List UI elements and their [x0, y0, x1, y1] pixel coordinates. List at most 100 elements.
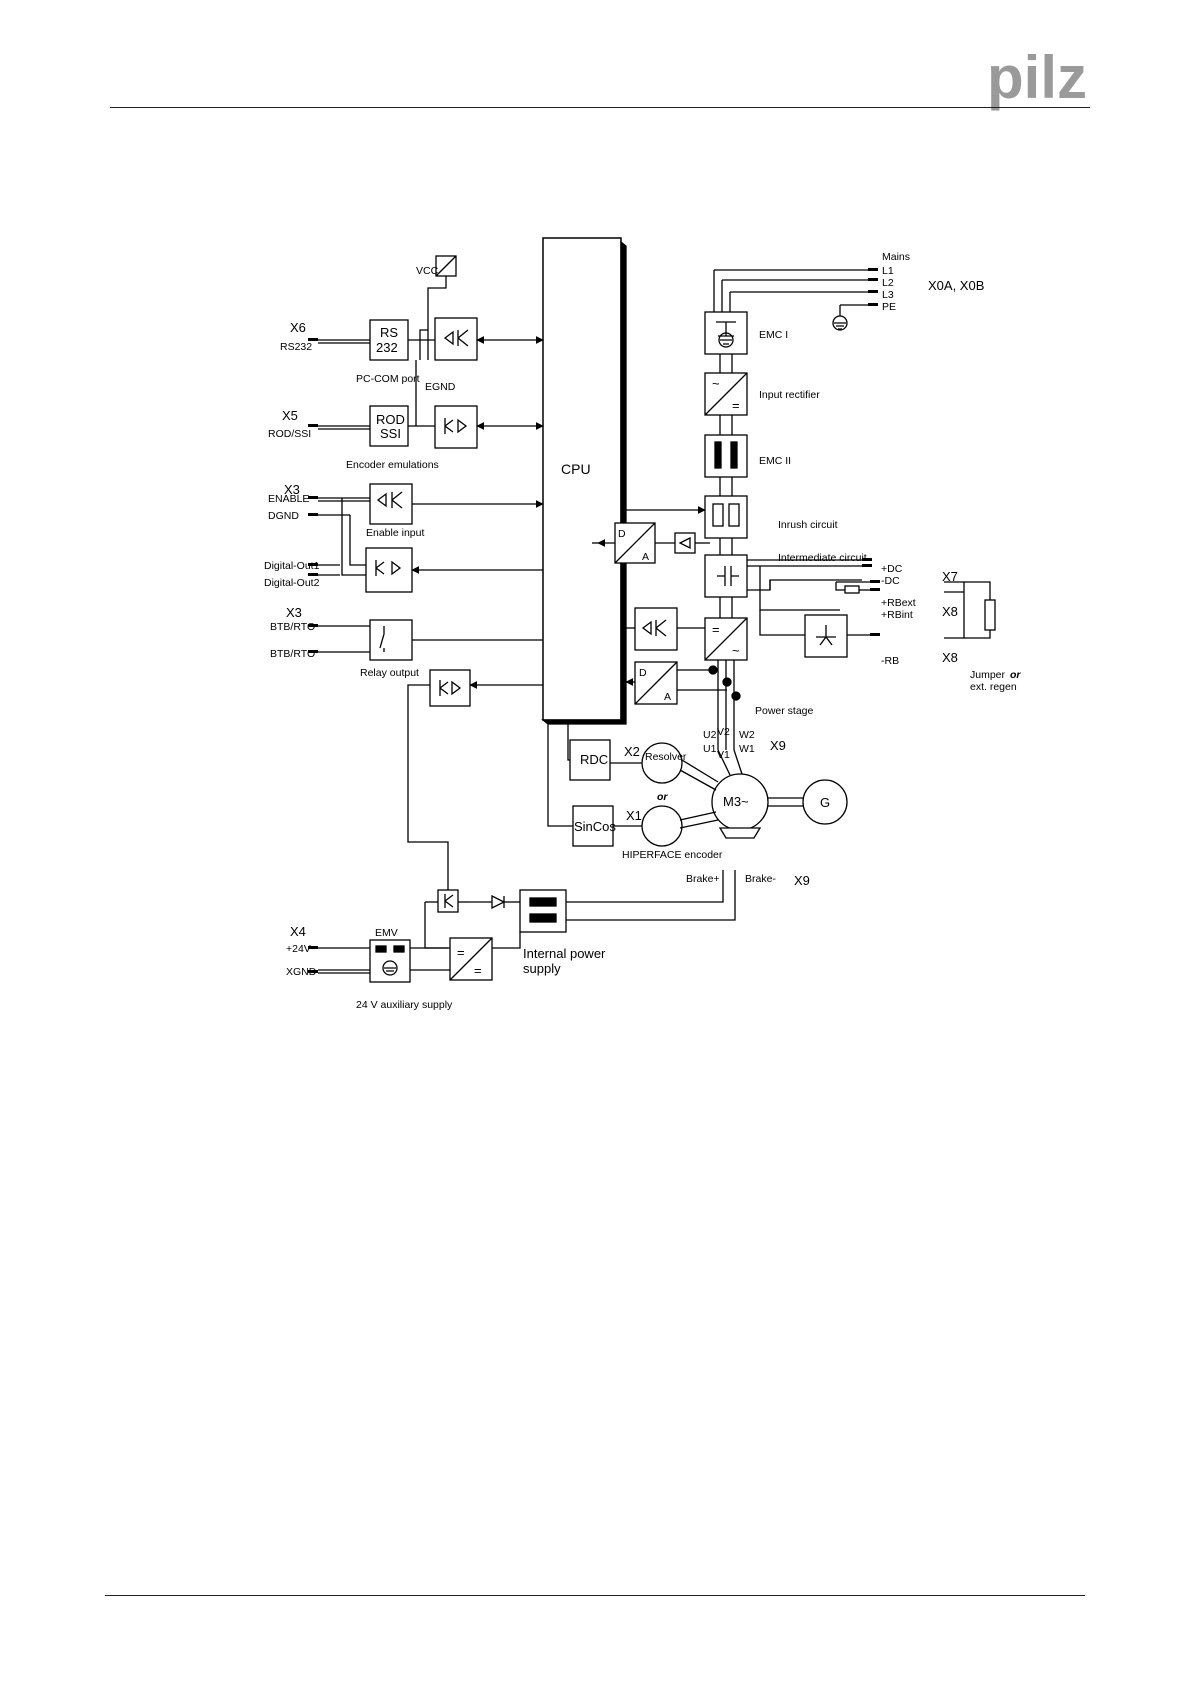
emc1-label: EMC I: [759, 329, 788, 341]
emc2-label: EMC II: [759, 455, 791, 467]
emc2-block: [704, 434, 748, 478]
footer-rule: [105, 1595, 1085, 1596]
minus-rb-label: -RB: [881, 655, 899, 667]
generator: [802, 779, 848, 825]
inrush-block: [704, 495, 748, 539]
digital-out2-label: Digital-Out2: [264, 577, 320, 589]
x1-label: X1: [626, 808, 642, 823]
rbint-label: +RBint: [881, 609, 913, 621]
v1-label: V1: [717, 749, 730, 761]
x7-label: X7: [942, 569, 958, 584]
x6-label: X6: [290, 320, 306, 335]
rs232-block: [369, 319, 409, 361]
rectifier-equals: =: [732, 398, 740, 413]
x3-bottom-label: X3: [286, 605, 302, 620]
da2-a: A: [664, 691, 671, 703]
u1-label: U1: [703, 743, 717, 755]
relay-output-label: Relay output: [360, 667, 419, 679]
l3-label: L3: [882, 289, 894, 301]
generator-label: G: [820, 795, 830, 810]
input-rectifier-label: Input rectifier: [759, 389, 820, 401]
dgnd-label: DGND: [268, 510, 299, 522]
da1-a: A: [642, 551, 649, 563]
x2-label: X2: [624, 744, 640, 759]
x8-bottom-label: X8: [942, 650, 958, 665]
power-stage-tilde: ~: [732, 643, 740, 658]
block-diagram: CPU VCC EGND X6 RS232 RS 232 PC-COM port…: [264, 237, 1021, 1011]
digital-out1-label: Digital-Out1: [264, 560, 320, 572]
l1-label: L1: [882, 265, 894, 277]
rs232-block-line2: 232: [376, 340, 398, 355]
jumper-or-label: or: [1010, 669, 1021, 681]
rs232-block-line1: RS: [380, 325, 398, 340]
resolver: [641, 742, 683, 784]
rod-block-line1: ROD: [376, 412, 405, 427]
logo-text: pilz: [987, 44, 1087, 111]
emv-label: EMV: [375, 927, 398, 939]
pilz-logo: pilz: [987, 44, 1087, 111]
p24v-label: +24V: [286, 943, 311, 955]
rdc-block: [569, 739, 611, 781]
minus-dc-label: -DC: [881, 575, 900, 587]
x8-top-label: X8: [942, 604, 958, 619]
rod-ssi-port-label: ROD/SSI: [268, 428, 311, 440]
da1-d: D: [618, 528, 626, 540]
brake-optocoupler: [429, 669, 471, 707]
btb-rto-2-label: BTB/RTO: [270, 648, 315, 660]
sincos-block: [572, 805, 614, 847]
supply-equals-1: =: [457, 945, 465, 960]
w1-label: W1: [739, 743, 755, 755]
enable-optocoupler: [369, 483, 413, 525]
rod-ssi-block: [369, 405, 409, 447]
digital-out-optocoupler: [365, 547, 413, 593]
x9-bottom-label: X9: [794, 873, 810, 888]
x5-label: X5: [282, 408, 298, 423]
mains-label: Mains: [882, 251, 910, 263]
optocoupler-rs232: [434, 317, 478, 361]
v2-label: V2: [717, 726, 730, 738]
cpu-label: CPU: [561, 461, 591, 477]
hiperface-label: HIPERFACE encoder: [622, 849, 723, 861]
rdc-label: RDC: [580, 752, 608, 767]
ext-regen-label: ext. regen: [970, 681, 1017, 693]
x3-top-label: X3: [284, 482, 300, 497]
rbext-label: +RBext: [881, 597, 916, 609]
xgnd-label: XGND: [286, 966, 317, 978]
pe-label: PE: [882, 301, 896, 313]
enable-label: ENABLE: [268, 493, 309, 505]
jumper-label: Jumper: [970, 669, 1006, 681]
plus-dc-label: +DC: [881, 563, 903, 575]
resolver-label: Resolver: [645, 751, 687, 763]
sincos-label: SinCos: [574, 819, 616, 834]
internal-supply-line2: supply: [523, 961, 561, 976]
pc-com-label: PC-COM port: [356, 373, 420, 385]
da2-d: D: [639, 667, 647, 679]
encoder-or-label: or: [657, 791, 668, 803]
brake-minus-label: Brake-: [745, 873, 776, 885]
rod-block-line2: SSI: [380, 426, 401, 441]
vcc-label: VCC: [416, 265, 439, 277]
header-rule: [110, 107, 1090, 108]
x9-top-label: X9: [770, 738, 786, 753]
brake-plus-label: Brake+: [686, 873, 720, 885]
intermediate-label: Intermediate circuit: [778, 552, 867, 564]
rectifier-tilde: ~: [712, 376, 720, 391]
u2-label: U2: [703, 729, 717, 741]
inrush-label: Inrush circuit: [778, 519, 838, 531]
enable-input-label: Enable input: [366, 527, 424, 539]
rs232-port-label: RS232: [280, 341, 312, 353]
power-stage-equals: =: [712, 622, 720, 637]
optocoupler-rod: [434, 405, 478, 449]
egnd-label: EGND: [425, 381, 456, 393]
supply-equals-2: =: [474, 963, 482, 978]
relay-block: [369, 619, 413, 661]
x0-label: X0A, X0B: [928, 278, 984, 293]
x4-label: X4: [290, 924, 306, 939]
w2-label: W2: [739, 729, 755, 741]
motor-label: M3~: [723, 794, 749, 809]
intermediate-block: [704, 554, 748, 598]
encoder-emulations-label: Encoder emulations: [346, 459, 439, 471]
cpu-block: [542, 237, 622, 721]
internal-supply-line1: Internal power: [523, 946, 606, 961]
power-stage-label: Power stage: [755, 705, 814, 717]
